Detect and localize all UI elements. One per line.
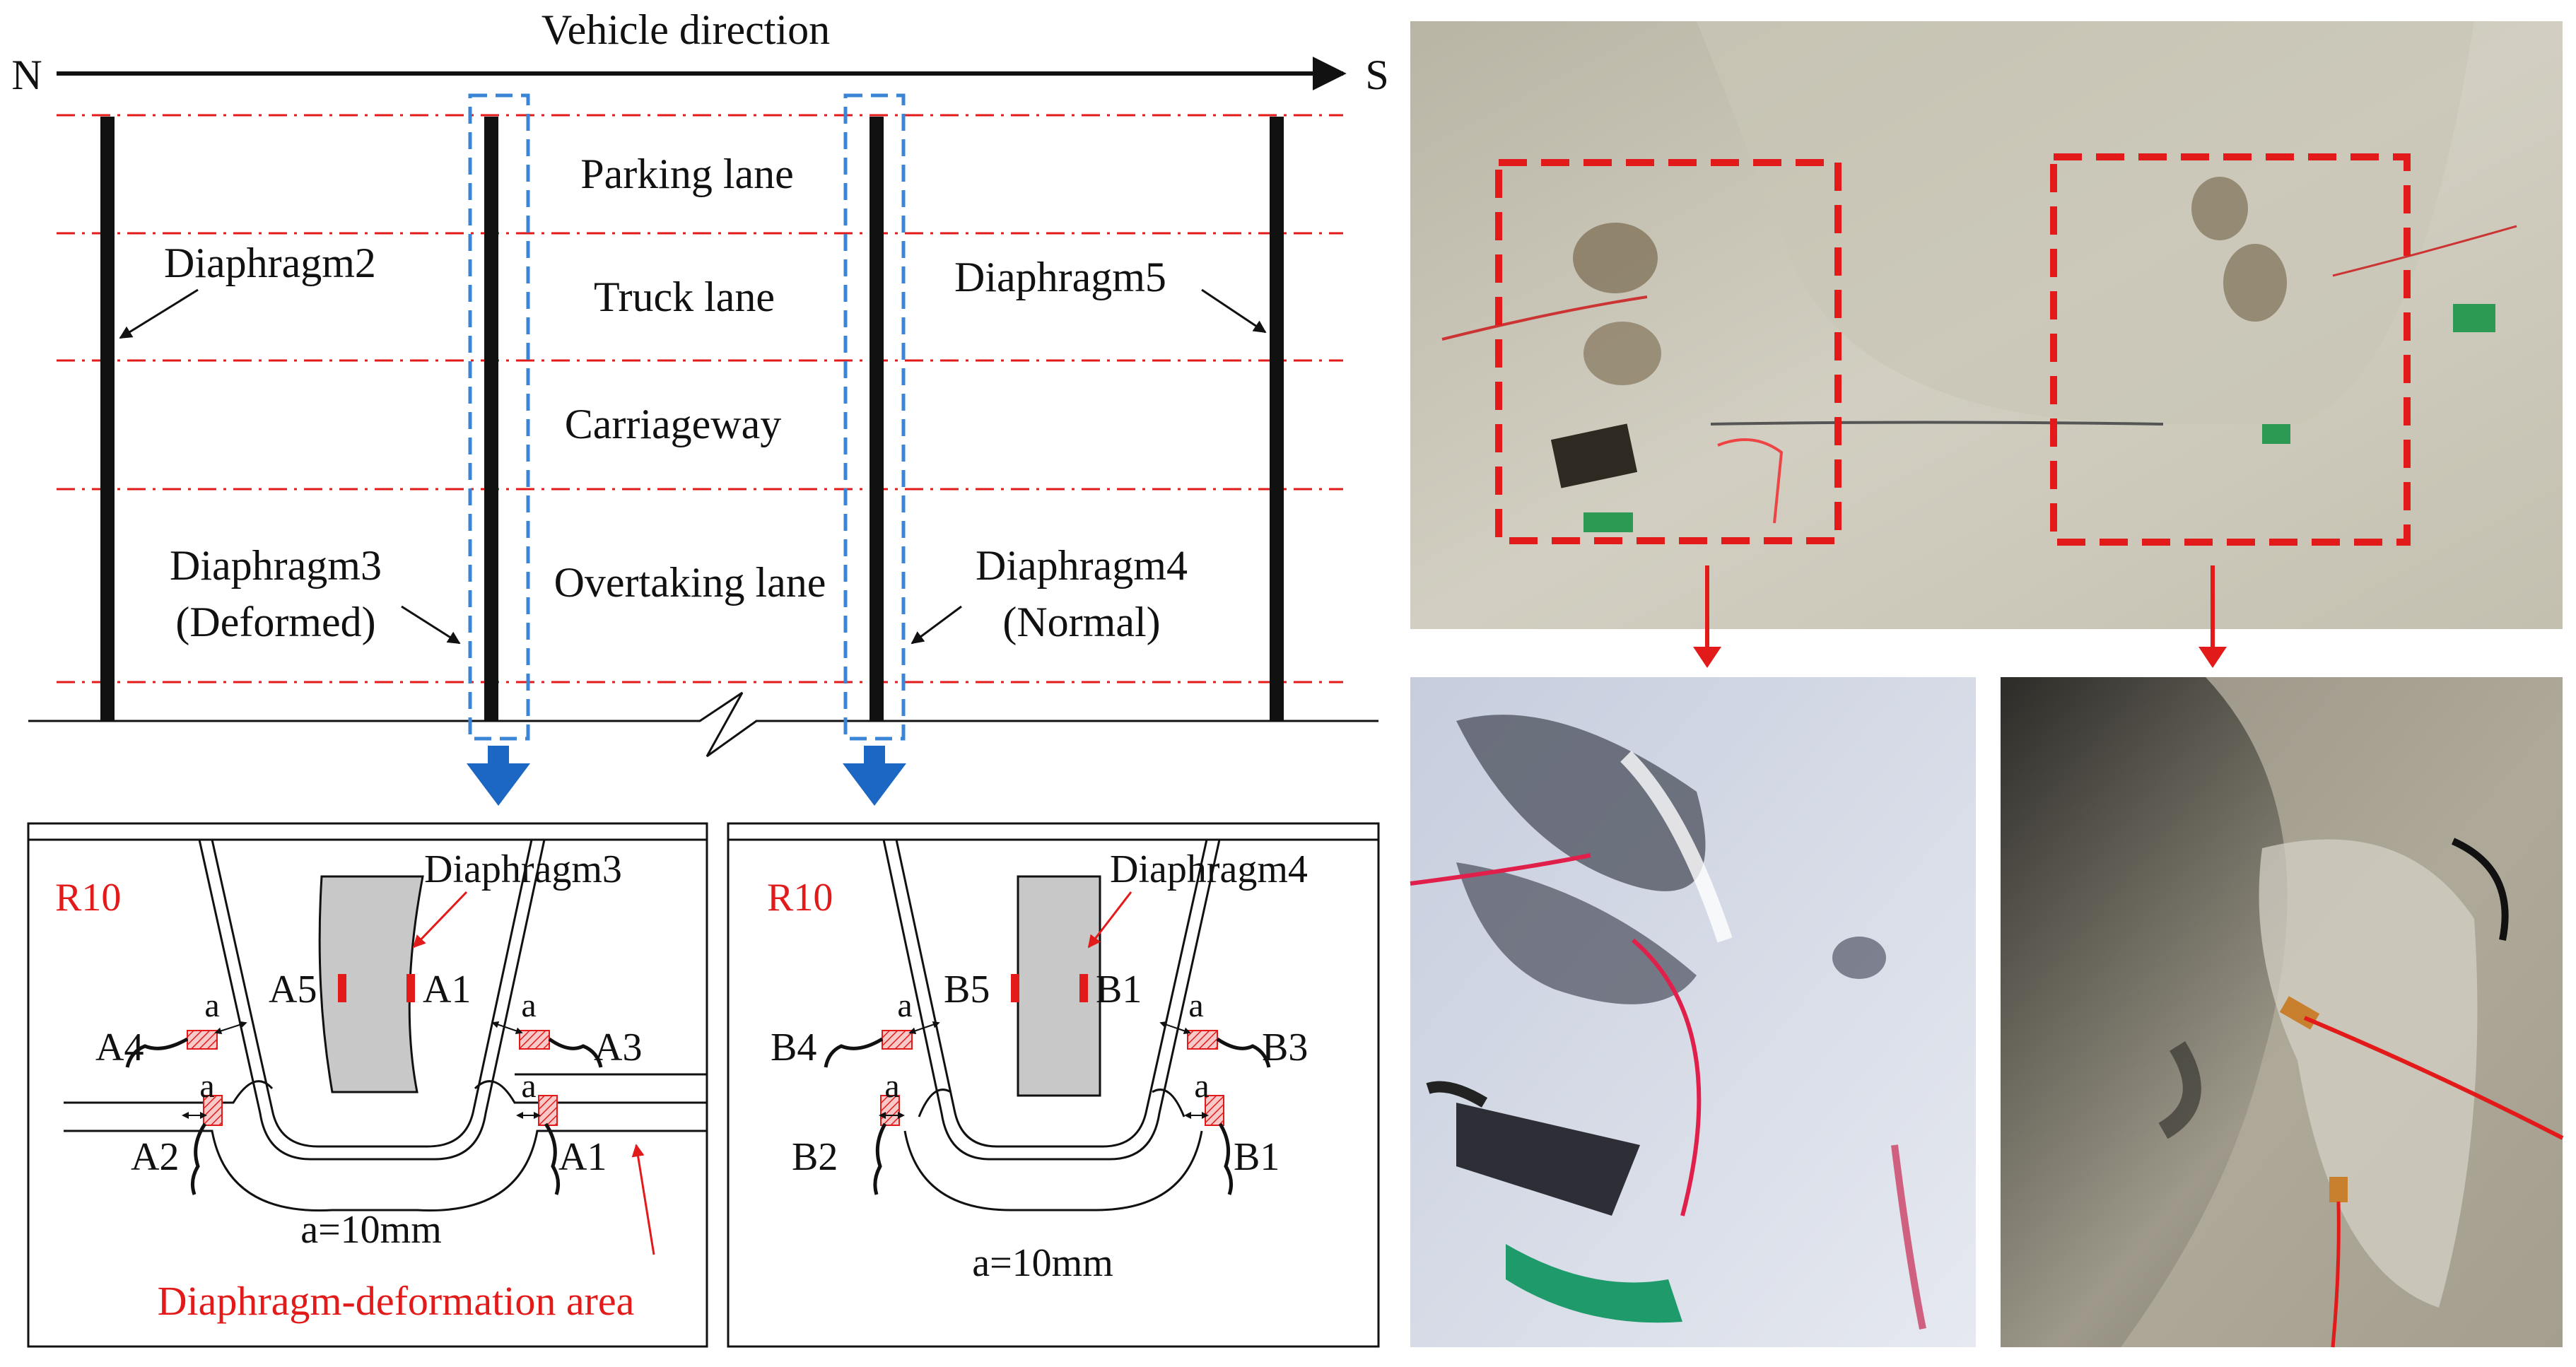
lane-lines <box>57 114 1343 684</box>
plan-view: Vehicle direction N S Parking lane Truck… <box>11 6 1389 806</box>
photo-detail-left <box>1410 677 1976 1347</box>
gauge-A5: A5 <box>269 968 317 1011</box>
diaphragm2-bar <box>100 117 115 721</box>
spacing-right: a=10mm <box>972 1241 1113 1285</box>
diaphragm2-pointer <box>119 288 199 339</box>
gauge-A2: A2 <box>131 1135 179 1179</box>
lane-overtaking: Overtaking lane <box>554 559 826 606</box>
diaphragm3-pointer <box>401 605 461 645</box>
gauge-B4: B4 <box>771 1026 816 1069</box>
photo-box-left <box>1495 159 1842 544</box>
diaphragm3-highlight <box>468 93 530 741</box>
photo-box-right <box>2050 153 2411 546</box>
gauge-B3: B3 <box>1262 1026 1308 1069</box>
diaphragm4-state: (Normal) <box>1002 599 1160 645</box>
lane-parking: Parking lane <box>580 151 794 197</box>
dim-a-right-top: a <box>521 987 536 1024</box>
photo-overview <box>1410 21 2563 668</box>
direction-label: Vehicle direction <box>541 6 830 53</box>
diaphragm3-detail-label: Diaphragm3 <box>424 847 622 891</box>
diaphragm4-label: Diaphragm4 <box>976 542 1188 589</box>
detail-left: a a a a R10 Diaphragm3 A5 A1 A4 A3 A2 A1… <box>27 822 708 1348</box>
gauge-A1-bottom: A1 <box>558 1135 607 1179</box>
blue-arrow-right <box>843 746 906 806</box>
gauge-A3: A3 <box>594 1026 642 1069</box>
lane-truck: Truck lane <box>594 274 775 320</box>
diaphragm3-label: Diaphragm3 <box>170 542 382 589</box>
dim-b-left-bottom: a <box>884 1067 899 1105</box>
dim-a-left-bottom: a <box>199 1067 214 1105</box>
dim-a-left-top: a <box>204 987 219 1024</box>
dim-b-right-bottom: a <box>1194 1067 1209 1105</box>
rib-label-left: R10 <box>55 876 121 920</box>
diaphragm4-highlight <box>843 93 906 741</box>
spacing-left: a=10mm <box>300 1208 442 1252</box>
diaphragm3-bar <box>484 117 498 721</box>
dim-b-right-top: a <box>1188 987 1203 1024</box>
dim-a-right-bottom: a <box>521 1067 536 1105</box>
south-label: S <box>1365 52 1388 98</box>
diaphragm5-pointer <box>1201 288 1267 334</box>
diaphragm2-label: Diaphragm2 <box>164 240 376 286</box>
lane-carriageway: Carriageway <box>565 401 782 447</box>
gauge-A1-top: A1 <box>423 968 471 1011</box>
rib-label-right: R10 <box>767 876 833 920</box>
blue-arrow-left <box>467 746 530 806</box>
diaphragm4-detail-label: Diaphragm4 <box>1110 847 1308 891</box>
photo-detail-right <box>2001 677 2564 1348</box>
diaphragm4-pointer <box>911 605 962 645</box>
dim-b-left-top: a <box>897 987 912 1024</box>
diaphragm5-bar <box>1270 117 1284 721</box>
detail-right: a a a a R10 Diaphragm4 B5 B1 B4 B3 B2 B1… <box>727 822 1380 1348</box>
diaphragm3-state: (Deformed) <box>175 599 375 645</box>
gauge-B5: B5 <box>944 968 990 1011</box>
gauge-A4: A4 <box>95 1026 144 1069</box>
deformation-area-label: Diaphragm-deformation area <box>158 1278 635 1324</box>
north-label: N <box>11 52 42 98</box>
gauge-B1-top: B1 <box>1096 968 1142 1011</box>
gauge-B1-bottom: B1 <box>1234 1135 1280 1179</box>
deck-line <box>28 691 1378 758</box>
gauge-B2: B2 <box>792 1135 838 1179</box>
diaphragm5-label: Diaphragm5 <box>954 254 1166 300</box>
diaphragm4-bar <box>870 117 884 721</box>
